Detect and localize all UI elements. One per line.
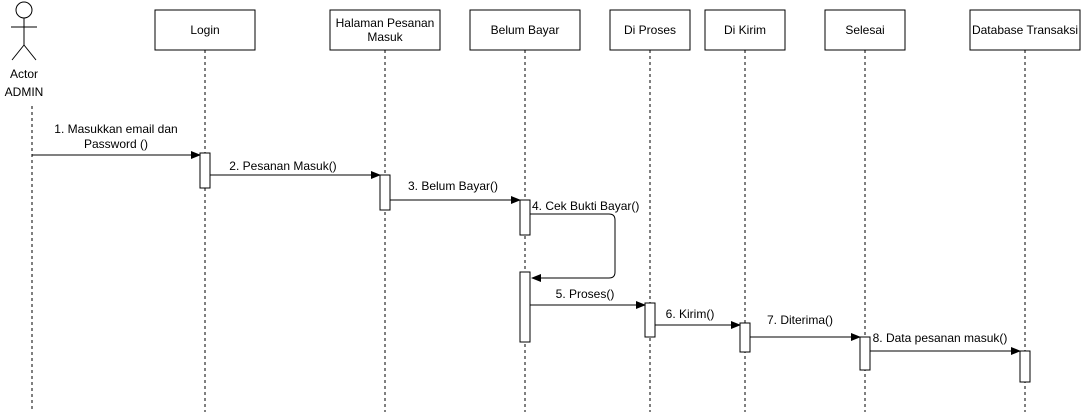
message-6[interactable]: 6. Kirim(): [655, 307, 741, 329]
participant-box: [704, 9, 786, 51]
participant-di-proses[interactable]: Di Proses: [609, 9, 691, 51]
participant-database-transaksi[interactable]: Database Transaksi: [969, 9, 1081, 51]
actor-leg-left: [11, 44, 25, 61]
participant-box: [824, 9, 906, 51]
message-label: 6. Kirim(): [666, 307, 715, 321]
message-2[interactable]: 2. Pesanan Masuk(): [210, 159, 381, 179]
participant-belum-bayar[interactable]: Belum Bayar: [469, 9, 581, 51]
message-8[interactable]: 8. Data pesanan masuk(): [870, 331, 1021, 355]
participant-label: Di Proses: [624, 23, 676, 37]
actor-admin[interactable]: Actor ADMIN: [5, 1, 44, 99]
participant-di-kirim[interactable]: Di Kirim: [704, 9, 786, 51]
activation-bar: [1019, 350, 1031, 383]
participant-label: Database Transaksi: [972, 23, 1078, 37]
actor-label-line1: Actor: [10, 67, 38, 81]
activation-bar: [199, 152, 211, 189]
activation-bar: [859, 336, 871, 371]
participant-label: Belum Bayar: [491, 23, 560, 37]
message-label: 8. Data pesanan masuk(): [873, 331, 1008, 345]
message-7[interactable]: 7. Diterima(): [750, 313, 861, 341]
participant-selesai[interactable]: Selesai: [824, 9, 906, 51]
message-label: 2. Pesanan Masuk(): [229, 159, 336, 173]
message-label: 1. Masukkan email dan: [54, 122, 177, 136]
actor-head: [15, 1, 33, 19]
participant-label: Login: [190, 23, 219, 37]
self-message-arrow: [530, 213, 616, 282]
activation-bar: [379, 174, 391, 211]
participant-box: [469, 9, 581, 51]
activation-bar: [519, 199, 531, 236]
message-label: 4. Cek Bukti Bayar(): [532, 199, 639, 213]
participant-box: [154, 9, 256, 51]
participant-label: Halaman Pesanan: [336, 16, 435, 30]
participant-label: Selesai: [845, 23, 884, 37]
participant-label: Masuk: [367, 30, 403, 44]
actor-label-line2: ADMIN: [5, 85, 44, 99]
message-3[interactable]: 3. Belum Bayar(): [390, 179, 521, 204]
message-label: 7. Diterima(): [767, 313, 833, 327]
activation-bar: [644, 302, 656, 338]
participant-login[interactable]: Login: [154, 9, 256, 51]
activation-bar: [519, 271, 531, 343]
message-4[interactable]: 4. Cek Bukti Bayar(): [530, 199, 639, 282]
message-label: Password (): [84, 137, 148, 151]
participant-label: Di Kirim: [724, 23, 766, 37]
actor-leg-right: [23, 44, 37, 61]
message-label: 3. Belum Bayar(): [408, 179, 498, 193]
message-5[interactable]: 5. Proses(): [530, 287, 646, 309]
message-label: 5. Proses(): [556, 287, 615, 301]
participant-box: [609, 9, 691, 51]
activation-bar: [739, 322, 751, 353]
participant-box: [969, 9, 1081, 51]
